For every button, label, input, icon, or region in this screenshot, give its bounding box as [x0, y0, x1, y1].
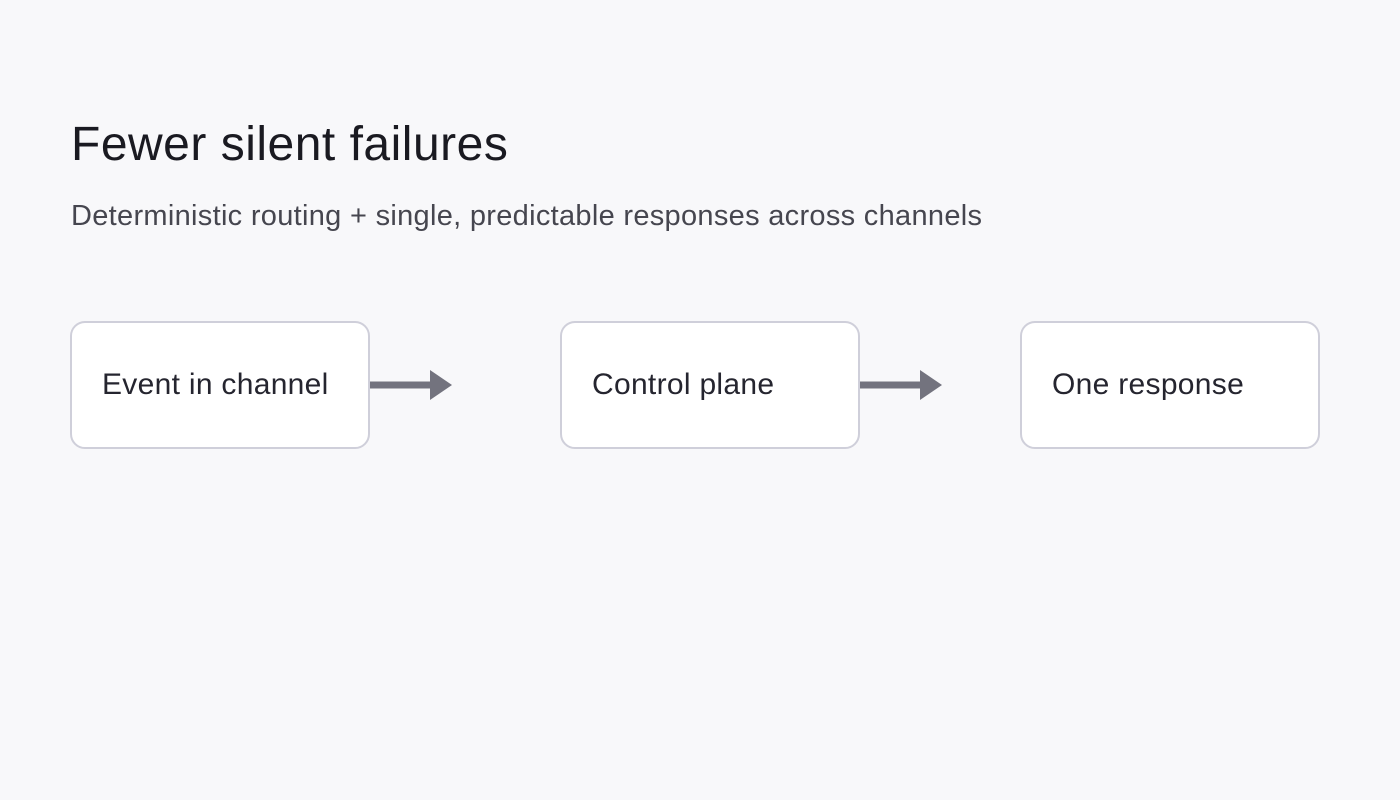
right-arrow-icon — [860, 370, 942, 400]
slide-title: Fewer silent failures — [71, 118, 509, 171]
flow-node-event-in-channel: Event in channel — [70, 321, 370, 449]
right-arrow-icon — [370, 370, 452, 400]
arrow-shaft — [860, 381, 922, 389]
arrow-shaft — [370, 381, 432, 389]
slide-subtitle: Deterministic routing + single, predicta… — [71, 200, 983, 232]
flow-node-one-response: One response — [1020, 321, 1320, 449]
flow-node-control-plane: Control plane — [560, 321, 860, 449]
arrow-head — [430, 370, 452, 400]
flow-node-label: Event in channel — [102, 368, 329, 401]
flow-node-label: One response — [1052, 368, 1245, 401]
arrow-head — [920, 370, 942, 400]
flow-node-label: Control plane — [592, 368, 775, 401]
